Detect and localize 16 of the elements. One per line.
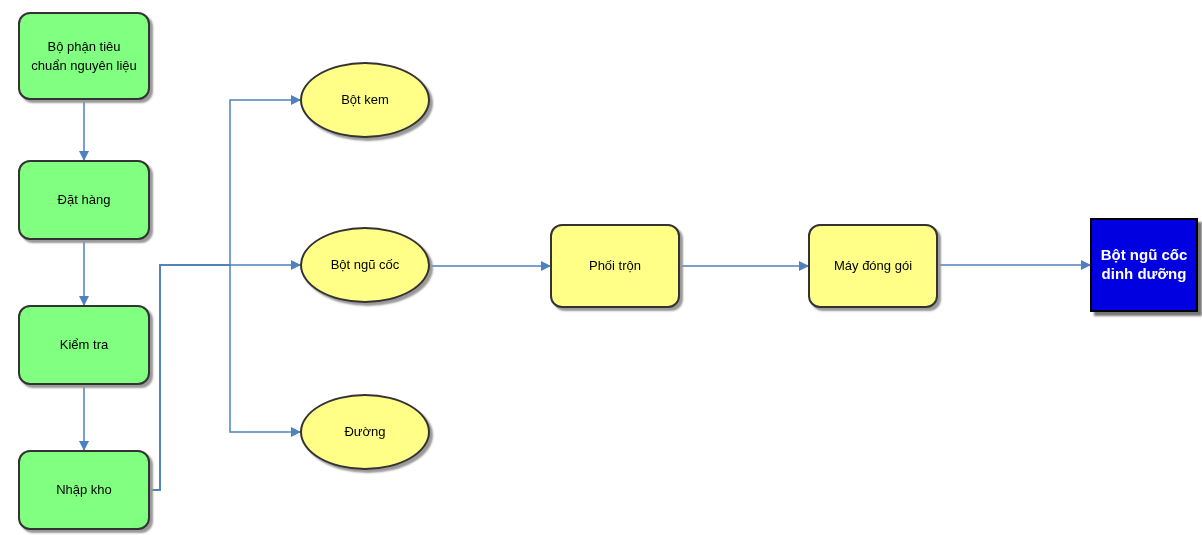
process-box: Phối trộn <box>550 224 680 308</box>
arrow <box>937 260 1091 270</box>
arrow <box>429 261 551 271</box>
process-box: Máy đóng gói <box>808 224 938 308</box>
arrow <box>79 99 89 161</box>
process-box: Đặt hàng <box>18 160 150 240</box>
input-ellipse: Bột kem <box>300 62 430 138</box>
input-ellipse: Bột ngũ cốc <box>300 227 430 303</box>
process-box: Kiểm tra <box>18 305 150 385</box>
input-ellipse: Đường <box>300 394 430 470</box>
process-box: Bộ phận tiêu chuẩn nguyên liệu <box>18 12 150 100</box>
arrow <box>79 239 89 306</box>
process-box: Nhập kho <box>18 450 150 530</box>
arrow <box>79 384 89 451</box>
result-box: Bột ngũ cốc dinh dưỡng <box>1090 218 1198 312</box>
arrow <box>679 261 809 271</box>
